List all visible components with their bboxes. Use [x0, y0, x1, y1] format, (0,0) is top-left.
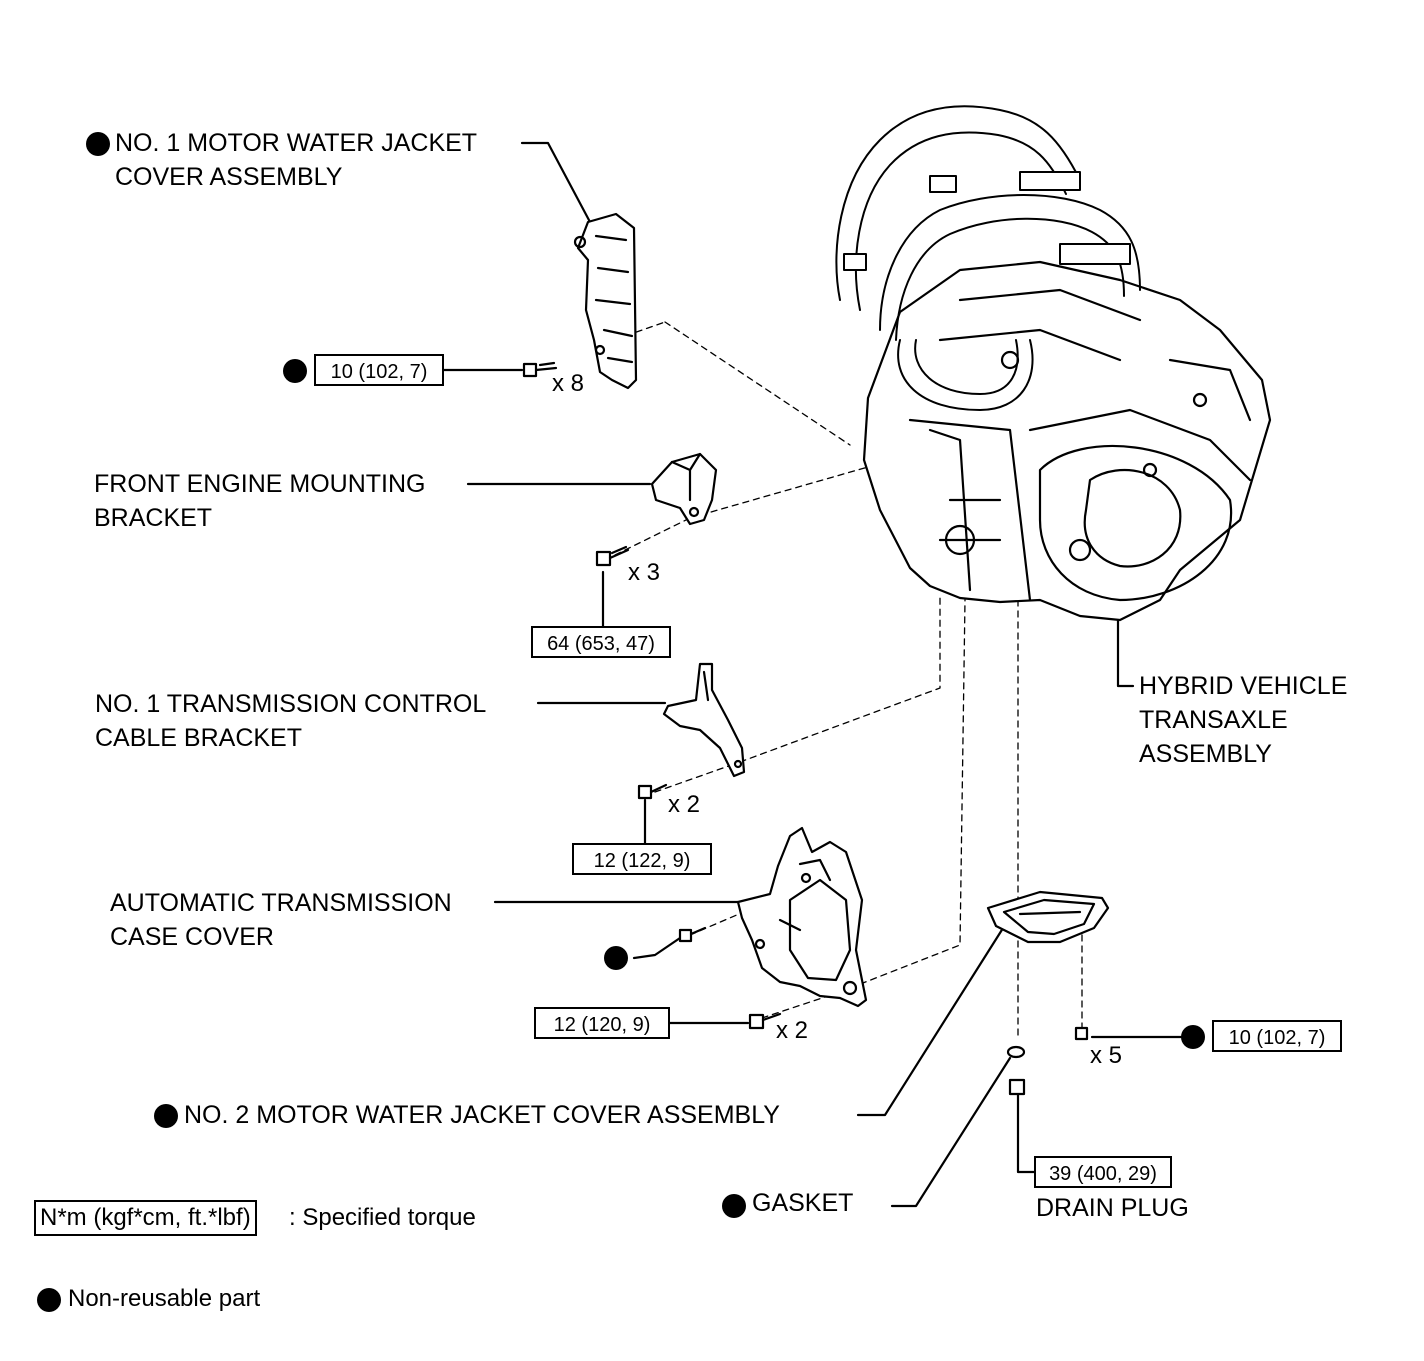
bolt-cable [637, 783, 668, 800]
label-case-cover: AUTOMATIC TRANSMISSION CASE COVER [110, 886, 452, 954]
drain-plug-part [1008, 1078, 1026, 1096]
label-control-cable: NO. 1 TRANSMISSION CONTROL CABLE BRACKET [95, 687, 486, 755]
torque-box: 39 (400, 29) [1034, 1156, 1172, 1188]
engine-mount-part [650, 452, 718, 526]
case-cover-part [736, 826, 868, 1008]
torque-box: 12 (120, 9) [534, 1007, 670, 1039]
legend-torque-text: : Specified torque [289, 1204, 476, 1231]
nonreusable-marker [604, 946, 628, 970]
label-transaxle: HYBRID VEHICLE TRANSAXLE ASSEMBLY [1139, 669, 1347, 771]
nonreusable-marker [154, 1104, 178, 1128]
bolt-mount [595, 545, 630, 567]
torque-box: 10 (102, 7) [1212, 1020, 1342, 1052]
label-line: FRONT ENGINE MOUNTING [94, 470, 426, 498]
label-line: ASSEMBLY [1139, 740, 1272, 768]
alignment-lines [604, 321, 1083, 1041]
label-motor-jacket-1: NO. 1 MOTOR WATER JACKET COVER ASSEMBLY [115, 126, 477, 194]
legend-torque-box: N*m (kgf*cm, ft.*lbf) [34, 1200, 257, 1236]
torque-box: 64 (653, 47) [531, 626, 671, 658]
legend-nonreusable-text: Non-reusable part [68, 1285, 261, 1312]
label-line: BRACKET [94, 504, 213, 532]
quantity-label: x 2 [776, 1017, 809, 1044]
label-line: COVER ASSEMBLY [115, 163, 343, 191]
torque-box: 10 (102, 7) [314, 354, 444, 386]
quantity-label: x 2 [668, 791, 701, 818]
label-line: CASE COVER [110, 923, 274, 951]
label-drain-plug: DRAIN PLUG [1036, 1194, 1189, 1222]
nonreusable-marker [1181, 1025, 1205, 1049]
label-line: HYBRID VEHICLE [1139, 672, 1348, 700]
torque-box: 12 (122, 9) [572, 843, 712, 875]
bolt-case-top [678, 926, 707, 943]
quantity-label: x 8 [552, 370, 585, 397]
jacket-cover-1-part [573, 212, 638, 390]
label-line: AUTOMATIC TRANSMISSION [110, 889, 452, 917]
bolt-case [748, 1012, 782, 1030]
label-gasket: GASKET [752, 1189, 854, 1217]
label-motor-jacket-2: NO. 2 MOTOR WATER JACKET COVER ASSEMBLY [184, 1101, 780, 1129]
leader-lines [442, 141, 1183, 1208]
jacket-cover-2-part [986, 890, 1110, 944]
bolt-jacket2 [1074, 1026, 1089, 1041]
quantity-label: x 3 [628, 559, 661, 586]
label-line: NO. 1 MOTOR WATER JACKET [115, 129, 478, 157]
nonreusable-marker [37, 1288, 61, 1312]
control-cable-part [662, 662, 746, 778]
transaxle-part [862, 260, 1272, 622]
quantity-label: x 5 [1090, 1042, 1123, 1069]
label-line: NO. 1 TRANSMISSION CONTROL [95, 690, 487, 718]
label-engine-mount: FRONT ENGINE MOUNTING BRACKET [94, 467, 425, 535]
bolt-jacket1 [522, 361, 558, 378]
nonreusable-marker [283, 359, 307, 383]
label-line: CABLE BRACKET [95, 724, 303, 752]
cooling-hoses [835, 105, 1141, 411]
label-line: TRANSAXLE [1139, 706, 1288, 734]
gasket-part [1006, 1045, 1026, 1059]
nonreusable-marker [86, 132, 110, 156]
nonreusable-marker [722, 1194, 746, 1218]
